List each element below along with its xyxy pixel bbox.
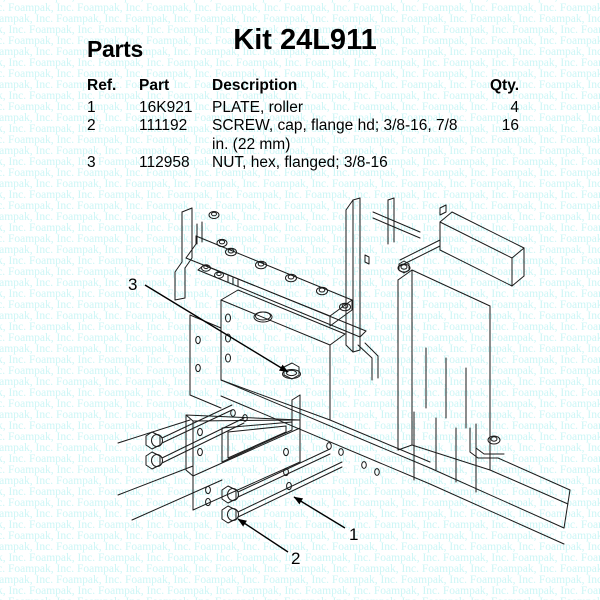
callout-3-leader-line — [144, 284, 289, 373]
watermark-text-row: Foampak, Inc. Foampak, Inc. Foampak, Inc… — [0, 200, 600, 212]
watermark-text-row: Foampak, Inc. Foampak, Inc. Foampak, Inc… — [0, 189, 600, 201]
watermark-text-row: Foampak, Inc. Foampak, Inc. Foampak, Inc… — [0, 233, 600, 245]
column-header-qty: Qty. — [490, 77, 519, 94]
cell-ref: 1 — [87, 98, 96, 116]
table-row: 1 16K921 PLATE, roller 4 — [87, 99, 519, 118]
watermark-text-row: Foampak, Inc. Foampak, Inc. Foampak, Inc… — [0, 519, 600, 531]
cell-ref: 3 — [87, 154, 96, 171]
cell-ref: 2 — [87, 117, 96, 134]
watermark-text-row: Foampak, Inc. Foampak, Inc. Foampak, Inc… — [0, 398, 600, 410]
watermark-text-row: Foampak, Inc. Foampak, Inc. Foampak, Inc… — [0, 530, 600, 542]
watermark-text-row: Foampak, Inc. Foampak, Inc. Foampak, Inc… — [0, 420, 600, 432]
table-row: 2 111192 SCREW, cap, flange hd; 3/8-16, … — [87, 117, 519, 154]
cell-description: PLATE, roller — [212, 98, 304, 116]
watermark-text-row: Foampak, Inc. Foampak, Inc. Foampak, Inc… — [0, 0, 600, 3]
callout-group: 3 1 2 — [128, 275, 358, 568]
watermark-text-row: Foampak, Inc. Foampak, Inc. Foampak, Inc… — [0, 585, 600, 597]
watermark-text-row: Foampak, Inc. Foampak, Inc. Foampak, Inc… — [0, 2, 600, 14]
parts-table: Ref. Part Description Qty. 1 16K921 PLAT… — [87, 77, 519, 173]
watermark-text-row: Foampak, Inc. Foampak, Inc. Foampak, Inc… — [0, 497, 600, 509]
watermark-text-row: Foampak, Inc. Foampak, Inc. Foampak, Inc… — [0, 255, 600, 267]
watermark-text-row: Foampak, Inc. Foampak, Inc. Foampak, Inc… — [0, 354, 600, 366]
watermark-text-row: Foampak, Inc. Foampak, Inc. Foampak, Inc… — [0, 222, 600, 234]
cell-description: NUT, hex, flanged; 3/8-16 — [212, 154, 388, 171]
watermark-text-row: Foampak, Inc. Foampak, Inc. Foampak, Inc… — [0, 453, 600, 465]
watermark-text-row: Foampak, Inc. Foampak, Inc. Foampak, Inc… — [0, 541, 600, 553]
callout-2-label: 2 — [291, 549, 300, 568]
watermark-text-row: Foampak, Inc. Foampak, Inc. Foampak, Inc… — [0, 464, 600, 476]
watermark-text-row: Foampak, Inc. Foampak, Inc. Foampak, Inc… — [0, 431, 600, 443]
watermark-text-row: Foampak, Inc. Foampak, Inc. Foampak, Inc… — [0, 343, 600, 355]
watermark-text-row: Foampak, Inc. Foampak, Inc. Foampak, Inc… — [0, 277, 600, 289]
watermark-text-row: Foampak, Inc. Foampak, Inc. Foampak, Inc… — [0, 552, 600, 564]
table-row: 3 112958 NUT, hex, flanged; 3/8-16 — [87, 154, 519, 173]
cell-qty: 16 — [501, 117, 519, 134]
watermark-text-row: Foampak, Inc. Foampak, Inc. Foampak, Inc… — [0, 310, 600, 322]
callout-3-label: 3 — [128, 275, 137, 294]
machine-frame-geometry — [117, 197, 571, 545]
column-header-description: Description — [212, 77, 298, 94]
watermark-text-row: Foampak, Inc. Foampak, Inc. Foampak, Inc… — [0, 486, 600, 498]
column-header-ref: Ref. — [87, 77, 117, 94]
callout-2-leader-line — [237, 518, 289, 553]
cell-part: 111192 — [139, 117, 188, 134]
page-section-heading: Parts — [87, 36, 144, 62]
column-header-part: Part — [139, 77, 170, 94]
watermark-text-row: Foampak, Inc. Foampak, Inc. Foampak, Inc… — [0, 321, 600, 333]
callout-1: 1 — [293, 496, 358, 544]
watermark-text-row: Foampak, Inc. Foampak, Inc. Foampak, Inc… — [0, 563, 600, 575]
watermark-text-row: Foampak, Inc. Foampak, Inc. Foampak, Inc… — [0, 365, 600, 377]
watermark-text-row: Foampak, Inc. Foampak, Inc. Foampak, Inc… — [0, 299, 600, 311]
callout-1-leader-line — [293, 496, 346, 529]
watermark-text-row: Foampak, Inc. Foampak, Inc. Foampak, Inc… — [0, 387, 600, 399]
table-header-row: Ref. Part Description Qty. — [87, 77, 519, 99]
watermark-text-row: Foampak, Inc. Foampak, Inc. Foampak, Inc… — [0, 475, 600, 487]
cell-part: 112958 — [139, 154, 190, 171]
watermark-text-row: Foampak, Inc. Foampak, Inc. Foampak, Inc… — [0, 508, 600, 520]
watermark-text-row: Foampak, Inc. Foampak, Inc. Foampak, Inc… — [0, 211, 600, 223]
cell-description: SCREW, cap, flange hd; 3/8-16, 7/8 in. (… — [212, 117, 458, 153]
watermark-text-row: Foampak, Inc. Foampak, Inc. Foampak, Inc… — [0, 178, 600, 190]
page-title: Kit 24L911 — [233, 24, 377, 56]
watermark-text-row: Foampak, Inc. Foampak, Inc. Foampak, Inc… — [0, 409, 600, 421]
watermark-text-row: Foampak, Inc. Foampak, Inc. Foampak, Inc… — [0, 574, 600, 586]
cell-qty: 4 — [510, 98, 519, 116]
watermark-text-row: Foampak, Inc. Foampak, Inc. Foampak, Inc… — [0, 288, 600, 300]
callout-2: 2 — [237, 518, 300, 568]
watermark-text-row: Foampak, Inc. Foampak, Inc. Foampak, Inc… — [0, 442, 600, 454]
callout-1-label: 1 — [349, 525, 358, 544]
cell-part: 16K921 — [139, 98, 193, 116]
cell-qty — [464, 154, 519, 173]
watermark-text-row: Foampak, Inc. Foampak, Inc. Foampak, Inc… — [0, 376, 600, 388]
watermark-text-row: Foampak, Inc. Foampak, Inc. Foampak, Inc… — [0, 332, 600, 344]
watermark-text-row: Foampak, Inc. Foampak, Inc. Foampak, Inc… — [0, 266, 600, 278]
watermark-text-row: Foampak, Inc. Foampak, Inc. Foampak, Inc… — [0, 244, 600, 256]
callout-3: 3 — [128, 275, 289, 373]
